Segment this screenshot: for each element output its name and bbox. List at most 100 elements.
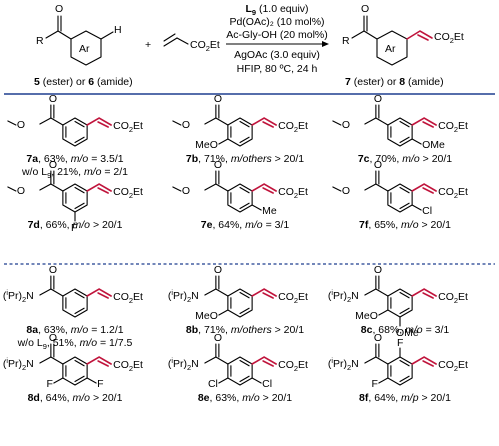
svg-text:CO2Et: CO2Et — [434, 31, 464, 45]
entry-caption: 7d, 66%, m/o > 20/1 — [28, 219, 123, 231]
acrylate-sub: 2 — [206, 44, 210, 53]
reaction-header: O R Ar H + CO2Et L9 (1.0 equiv) Pd(OAc)₂… — [34, 3, 464, 88]
prod-ar-label: Ar — [385, 43, 396, 55]
ester-o: O — [342, 185, 350, 197]
carbonyl-o: O — [374, 332, 382, 344]
entry-caption: 8e, 63%, m/o > 20/1 — [198, 392, 292, 404]
acrylate-et: Et — [210, 39, 220, 51]
reactant-structure: O R Ar H — [36, 3, 122, 66]
substituent-f: F — [46, 378, 52, 390]
co2et-label: CO2Et — [278, 359, 308, 373]
substituent-cl: Cl — [422, 205, 432, 217]
ester-o: O — [17, 185, 25, 197]
entry-caption-extra: w/o L9, 21%, m/o = 2/1 — [21, 166, 128, 180]
ester-o: O — [17, 119, 25, 131]
svg-text:CO2Et: CO2Et — [190, 39, 220, 53]
substituent-ome: OMe — [422, 139, 445, 151]
ester-o: O — [342, 119, 350, 131]
entry-caption: 8a, 63%, m/o = 1.2/1 — [26, 324, 123, 336]
entry-caption: 7b, 71%, m/others > 20/1 — [186, 153, 304, 165]
prod-sub: 2 — [450, 36, 454, 45]
co2et-label: CO2Et — [438, 120, 468, 134]
cond-pd: Pd(OAc)₂ (10 mol%) — [229, 16, 324, 28]
cond-ligand: L — [245, 3, 252, 15]
co2et-label: CO2Et — [278, 291, 308, 305]
co2et-label: CO2Et — [278, 120, 308, 134]
co2et-label: CO2Et — [113, 186, 143, 200]
substituent-f: F — [97, 378, 103, 390]
prod-co: CO — [434, 31, 450, 43]
substituent-cl: Cl — [262, 378, 272, 390]
entry-7a: O O CO2Et 7a, 63%, m/o = 3.5/1w/o L9, 21%, … — [7, 93, 143, 180]
r-group: R — [36, 35, 44, 47]
diisopropylamide: (iPr)2N — [328, 358, 359, 372]
substituent-meo: MeO — [195, 139, 218, 151]
diisopropylamide: (iPr)2N — [328, 290, 359, 304]
carbonyl-o: O — [49, 332, 57, 344]
acrylate-co: CO — [190, 39, 206, 51]
prod-carbonyl-o: O — [361, 3, 369, 15]
entry-caption: 7f, 65%, m/o > 20/1 — [359, 219, 451, 231]
substrate-scope: O O CO2Et 7a, 63%, m/o = 3.5/1w/o L9, 21%, … — [3, 93, 468, 404]
carbonyl-o: O — [374, 264, 382, 276]
substituent-f: F — [71, 222, 77, 234]
sm-caption: 5 (ester) or 6 (amide) — [34, 76, 133, 88]
carbonyl-o: O — [214, 332, 222, 344]
entry-caption: 7e, 64%, m/o = 3/1 — [201, 219, 290, 231]
carbonyl-o: O — [49, 93, 57, 105]
carbonyl-o: O — [214, 264, 222, 276]
substituent-cl: Cl — [208, 378, 218, 390]
entry-caption: 7a, 63%, m/o = 3.5/1 — [26, 153, 123, 165]
ar-label: Ar — [79, 43, 90, 55]
cond-solvent: HFIP, 80 ºC, 24 h — [237, 63, 318, 75]
diisopropylamide: (iPr)2N — [168, 358, 199, 372]
co2et-label: CO2Et — [113, 359, 143, 373]
substituent-meo: MeO — [355, 310, 378, 322]
cond-ag: AgOAc (3.0 equiv) — [234, 49, 320, 61]
carbonyl-o: O — [374, 93, 382, 105]
carbonyl-o: O — [55, 3, 63, 15]
entry-caption: 8c, 68%, m/o = 3/1 — [361, 324, 450, 336]
substituent-meo: MeO — [195, 310, 218, 322]
product-structure: O R Ar CO2Et — [342, 3, 464, 66]
acrylate-structure: CO2Et — [163, 33, 220, 53]
substituent-f: F — [371, 378, 377, 390]
co2et-label: CO2Et — [438, 186, 468, 200]
co2et-label: CO2Et — [113, 291, 143, 305]
carbonyl-o: O — [374, 159, 382, 171]
ester-o: O — [182, 185, 190, 197]
entry-8a: O (iPr)2N CO2Et 8a, 63%, m/o = 1.2/1w/o L9,… — [3, 264, 143, 351]
prod-r-group: R — [342, 35, 350, 47]
plus-sign: + — [145, 39, 151, 51]
prod-et: Et — [454, 31, 464, 43]
substituent-ome: OMe — [396, 327, 419, 339]
diisopropylamide: (iPr)2N — [168, 290, 199, 304]
carbonyl-o: O — [214, 93, 222, 105]
co2et-label: CO2Et — [438, 359, 468, 373]
entry-caption: 8d, 64%, m/o > 20/1 — [28, 392, 123, 404]
carbonyl-o: O — [49, 159, 57, 171]
co2et-label: CO2Et — [278, 186, 308, 200]
carbonyl-o: O — [214, 159, 222, 171]
svg-text:L9 (1.0 equiv): L9 (1.0 equiv) — [245, 3, 308, 17]
entry-caption-extra: w/o L9, 51%, m/o = 1/7.5 — [17, 337, 133, 351]
diisopropylamide: (iPr)2N — [3, 358, 34, 372]
diisopropylamide: (iPr)2N — [3, 290, 34, 304]
cond-mpaa: Ac-Gly-OH (20 mol%) — [226, 29, 328, 41]
co2et-label: CO2Et — [113, 120, 143, 134]
substituent-me: Me — [262, 205, 277, 217]
ester-o: O — [182, 119, 190, 131]
cond-ligand-sub: 9 — [252, 8, 256, 17]
entry-caption: 8b, 71%, m/others > 20/1 — [186, 324, 304, 336]
cond-ligand-equiv: (1.0 equiv) — [256, 3, 309, 15]
